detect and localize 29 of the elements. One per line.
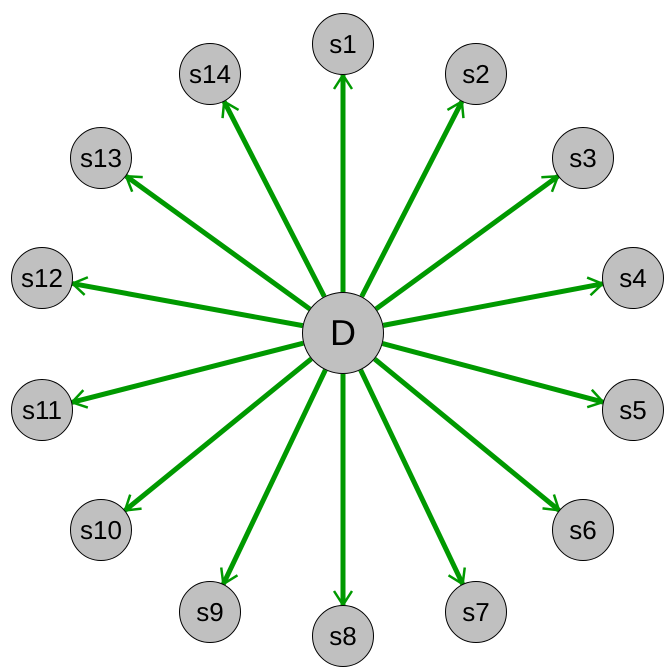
node-label: s13 [80,145,122,171]
node-label: s14 [189,61,231,87]
arrow [124,174,312,311]
node-label: s6 [569,517,597,543]
node-label: s4 [619,265,647,291]
arrow [374,174,560,311]
arrow [373,357,561,512]
node-label: s11 [22,397,62,423]
arrow [332,374,354,606]
arrow [71,276,304,328]
arrow [332,74,354,292]
node-label: s9 [196,599,224,625]
node-label: s12 [21,265,63,291]
node-label: s8 [329,623,357,649]
arrow [382,276,604,328]
arrow [220,368,328,586]
arrow [70,340,304,409]
arrow [221,100,326,298]
node-label: s2 [462,61,490,87]
arrow [360,100,465,298]
node-label: s3 [569,145,597,171]
node-label: s1 [329,31,357,57]
node-label: s10 [80,517,122,543]
arrow [382,341,604,408]
arrow [123,356,313,512]
node-label: s7 [462,599,490,625]
arrow [358,368,466,586]
node-label: D [330,315,356,351]
node-label: s5 [619,397,647,423]
